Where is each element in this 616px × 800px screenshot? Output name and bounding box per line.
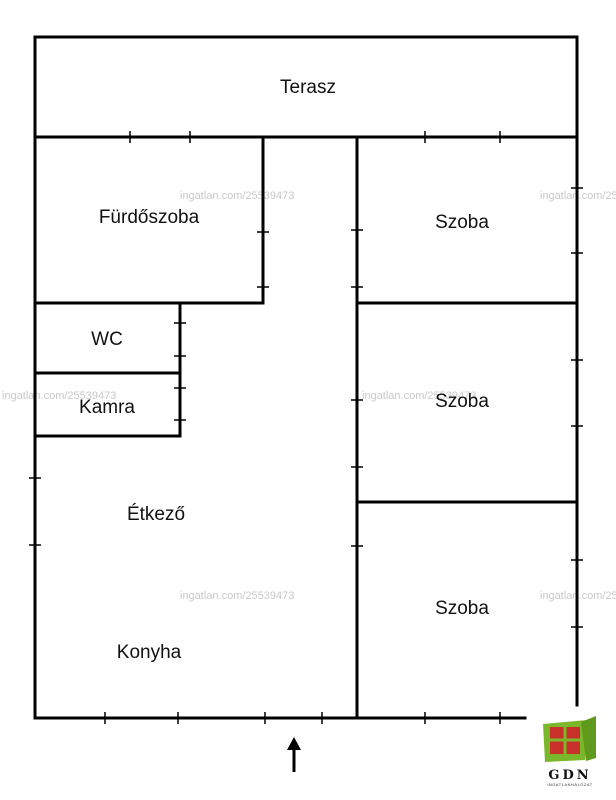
arrow-up-icon	[287, 737, 301, 772]
watermark: ingatlan.com/25539473	[180, 190, 294, 202]
room-label-szoba-1: Szoba	[435, 212, 489, 233]
logo-subtitle: INGATLANHÁLÓZAT	[547, 782, 592, 787]
watermark: ingatlan.com/25539473	[180, 590, 294, 602]
room-label-terasz: Terasz	[280, 77, 336, 98]
door-marks	[29, 131, 583, 724]
room-label-konyha: Konyha	[117, 642, 182, 663]
walls	[33, 35, 579, 720]
room-labels: Terasz Fürdőszoba WC Kamra Étkező Konyha…	[79, 77, 489, 663]
watermark: ingatlan.com/25539473	[362, 390, 476, 402]
logo-name: GDN	[548, 768, 591, 783]
gdn-logo: GDN INGATLANHÁLÓZAT	[543, 716, 596, 787]
room-label-wc: WC	[91, 329, 123, 350]
room-label-etkezo: Étkező	[127, 504, 185, 525]
room-label-szoba-3: Szoba	[435, 598, 489, 619]
room-label-szoba-2: Szoba	[435, 391, 489, 412]
room-label-furdoszoba: Fürdőszoba	[99, 207, 200, 228]
outer-wall-top	[33, 35, 579, 139]
window-frame-icon	[543, 716, 596, 762]
room-label-kamra: Kamra	[79, 397, 135, 418]
watermark: ingatlan.com/25539473	[2, 390, 116, 402]
watermarks: ingatlan.com/25539473 ingatlan.com/25539…	[2, 190, 616, 602]
